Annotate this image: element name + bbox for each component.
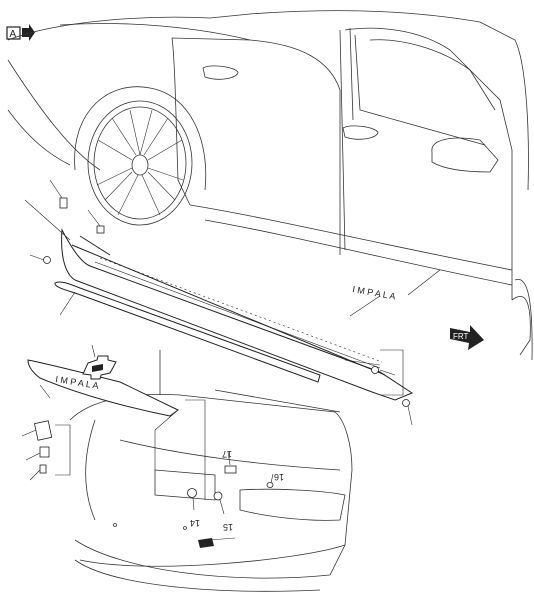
sill-plate-callout [344,349,404,396]
vehicle-body-outline [7,10,533,361]
small-badges [21,420,71,481]
callout-16: 16 [274,472,284,482]
lower-trim-strip [54,281,321,383]
view-arrow-icon [22,24,35,41]
callout-17: 17 [222,449,232,459]
clip-icon [371,366,379,374]
view-marker-label: A [10,29,17,40]
clip-icon [402,399,410,407]
callout-14: 14 [190,518,200,528]
leader-lines [154,399,236,541]
badge-icon [34,420,53,441]
clip-fasteners [24,179,413,426]
wheel-illustration [74,86,207,226]
front-badge-group: I M P A L A [349,269,441,317]
rocker-molding [61,228,414,401]
badge-icon [39,446,50,458]
door-badge-text: I M P A L A [352,284,397,301]
frt-arrow: FRT [450,325,484,350]
trunk-applique: I M P A L A [27,359,179,417]
view-marker: A [6,24,35,41]
clip-icon [59,197,68,209]
badge-icon [39,464,47,474]
numbered-callouts: 17 16 14 15 [187,449,284,548]
clip-icon [96,225,105,234]
bowtie-emblem [82,344,117,380]
clip-icon [43,256,51,264]
callout-15: 15 [223,522,233,532]
trunk-lid-illustration [69,350,353,592]
frt-arrow-label: FRT [453,332,469,341]
